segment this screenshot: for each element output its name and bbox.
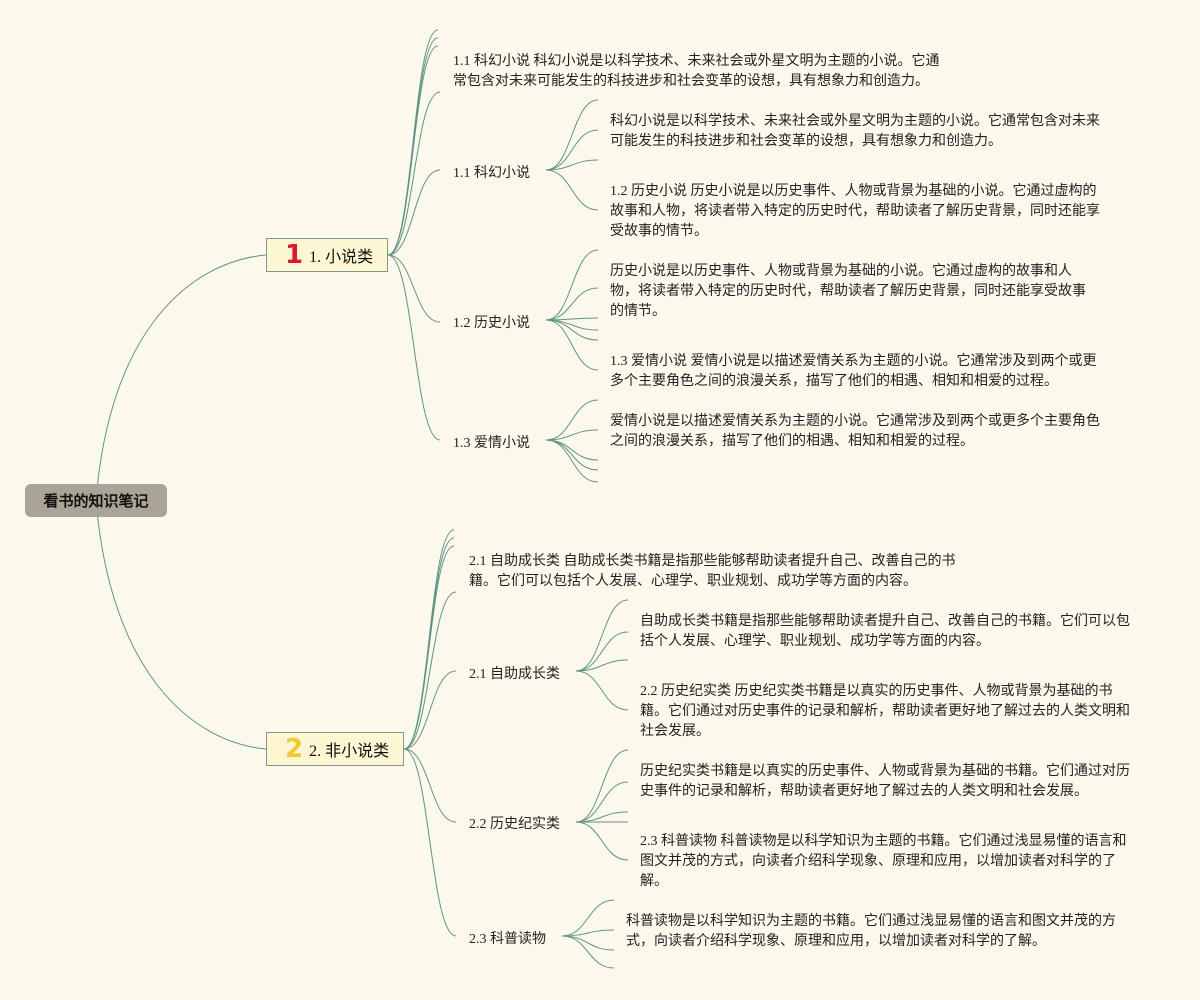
connector-curve: [545, 439, 599, 461]
connector-curve: [545, 249, 599, 321]
connector-curve: [561, 899, 615, 937]
category-label: 2. 非小说类: [309, 743, 390, 760]
connector-curve: [545, 99, 599, 171]
note-description: 2.2 历史纪实类 历史纪实类书籍是以真实的历史事件、人物或背景为基础的书籍。它…: [640, 684, 1130, 739]
connector-curve: [403, 748, 457, 937]
subtopic-label[interactable]: 1.2 历史小说: [453, 316, 530, 331]
note-description: 自助成长类书籍是指那些能够帮助读者提升自己、改善自己的书籍。它们可以包括个人发展…: [640, 614, 1130, 649]
subtopic-label[interactable]: 1.1 科幻小说: [453, 166, 530, 181]
category-novel[interactable]: 1 1. 小说类: [266, 238, 388, 272]
note-description: 历史纪实类书籍是以真实的历史事件、人物或背景为基础的书籍。它们通过对历史事件的记…: [640, 764, 1130, 799]
connector-curve: [95, 499, 267, 750]
root-node[interactable]: 看书的知识笔记: [25, 484, 167, 517]
connector-curve: [575, 631, 629, 672]
connector-curve: [575, 821, 629, 861]
connector-curve: [403, 545, 455, 750]
connector-curve: [387, 91, 441, 256]
connector-curve: [387, 169, 441, 256]
category-nonfiction[interactable]: 2 2. 非小说类: [266, 732, 404, 766]
note-description: 科普读物是以科学知识为主题的书籍。它们通过浅显易懂的语言和图文并茂的方式，向读者…: [626, 914, 1116, 949]
note-intro: 1.1 科幻小说 科幻小说是以科学技术、未来社会或外星文明为主题的小说。它通常包…: [453, 54, 940, 89]
note-description: 1.3 爱情小说 爱情小说是以描述爱情关系为主题的小说。它通常涉及到两个或更多个…: [610, 354, 1097, 389]
connector-curve: [545, 399, 599, 441]
subtopic-label[interactable]: 1.3 爱情小说: [453, 436, 530, 451]
connector-curve: [545, 129, 599, 171]
connector-curve: [545, 159, 599, 171]
connector-curve: [545, 439, 599, 483]
connector-curve: [545, 429, 599, 441]
note-description: 爱情小说是以描述爱情关系为主题的小说。它通常涉及到两个或更多个主要角色之间的浪漫…: [610, 414, 1100, 449]
connector-curve: [545, 287, 599, 321]
priority-1-icon: 1: [285, 240, 304, 270]
note-description: 历史小说是以历史事件、人物或背景为基础的小说。它通过虚构的故事和人物，将读者带入…: [610, 264, 1086, 319]
connector-curve: [575, 749, 629, 823]
connector-curve: [95, 254, 267, 501]
connector-curve: [561, 935, 615, 969]
connector-curve: [545, 439, 599, 471]
note-description: 1.2 历史小说 历史小说是以历史事件、人物或背景为基础的小说。它通过虚构的故事…: [610, 184, 1100, 239]
connector-curve: [575, 781, 629, 823]
subtopic-label[interactable]: 2.1 自助成长类: [469, 667, 560, 682]
category-label: 1. 小说类: [309, 249, 374, 266]
subtopic-label[interactable]: 2.3 科普读物: [469, 932, 546, 947]
subtopic-label[interactable]: 2.2 历史纪实类: [469, 817, 560, 832]
connector-curve: [575, 599, 629, 672]
note-description: 2.3 科普读物 科普读物是以科学知识为主题的书籍。它们通过浅显易懂的语言和图文…: [640, 834, 1127, 889]
connector-curve: [545, 169, 599, 211]
connector-curve: [403, 591, 457, 750]
connector-curve: [403, 670, 457, 750]
connector-curve: [545, 319, 599, 341]
connector-curve: [387, 254, 441, 441]
note-description: 科幻小说是以科学技术、未来社会或外星文明为主题的小说。它通常包含对未来可能发生的…: [610, 114, 1100, 149]
priority-2-icon: 2: [285, 734, 304, 764]
connector-curve: [575, 670, 629, 711]
connector-curve: [403, 748, 457, 823]
connector-curve: [387, 45, 439, 256]
connector-curve: [387, 254, 441, 323]
note-intro: 2.1 自助成长类 自助成长类书籍是指那些能够帮助读者提升自己、改善自己的书籍。…: [469, 554, 956, 589]
connector-curve: [561, 935, 615, 951]
connector-curve: [545, 319, 599, 371]
connector-curve: [575, 659, 629, 672]
